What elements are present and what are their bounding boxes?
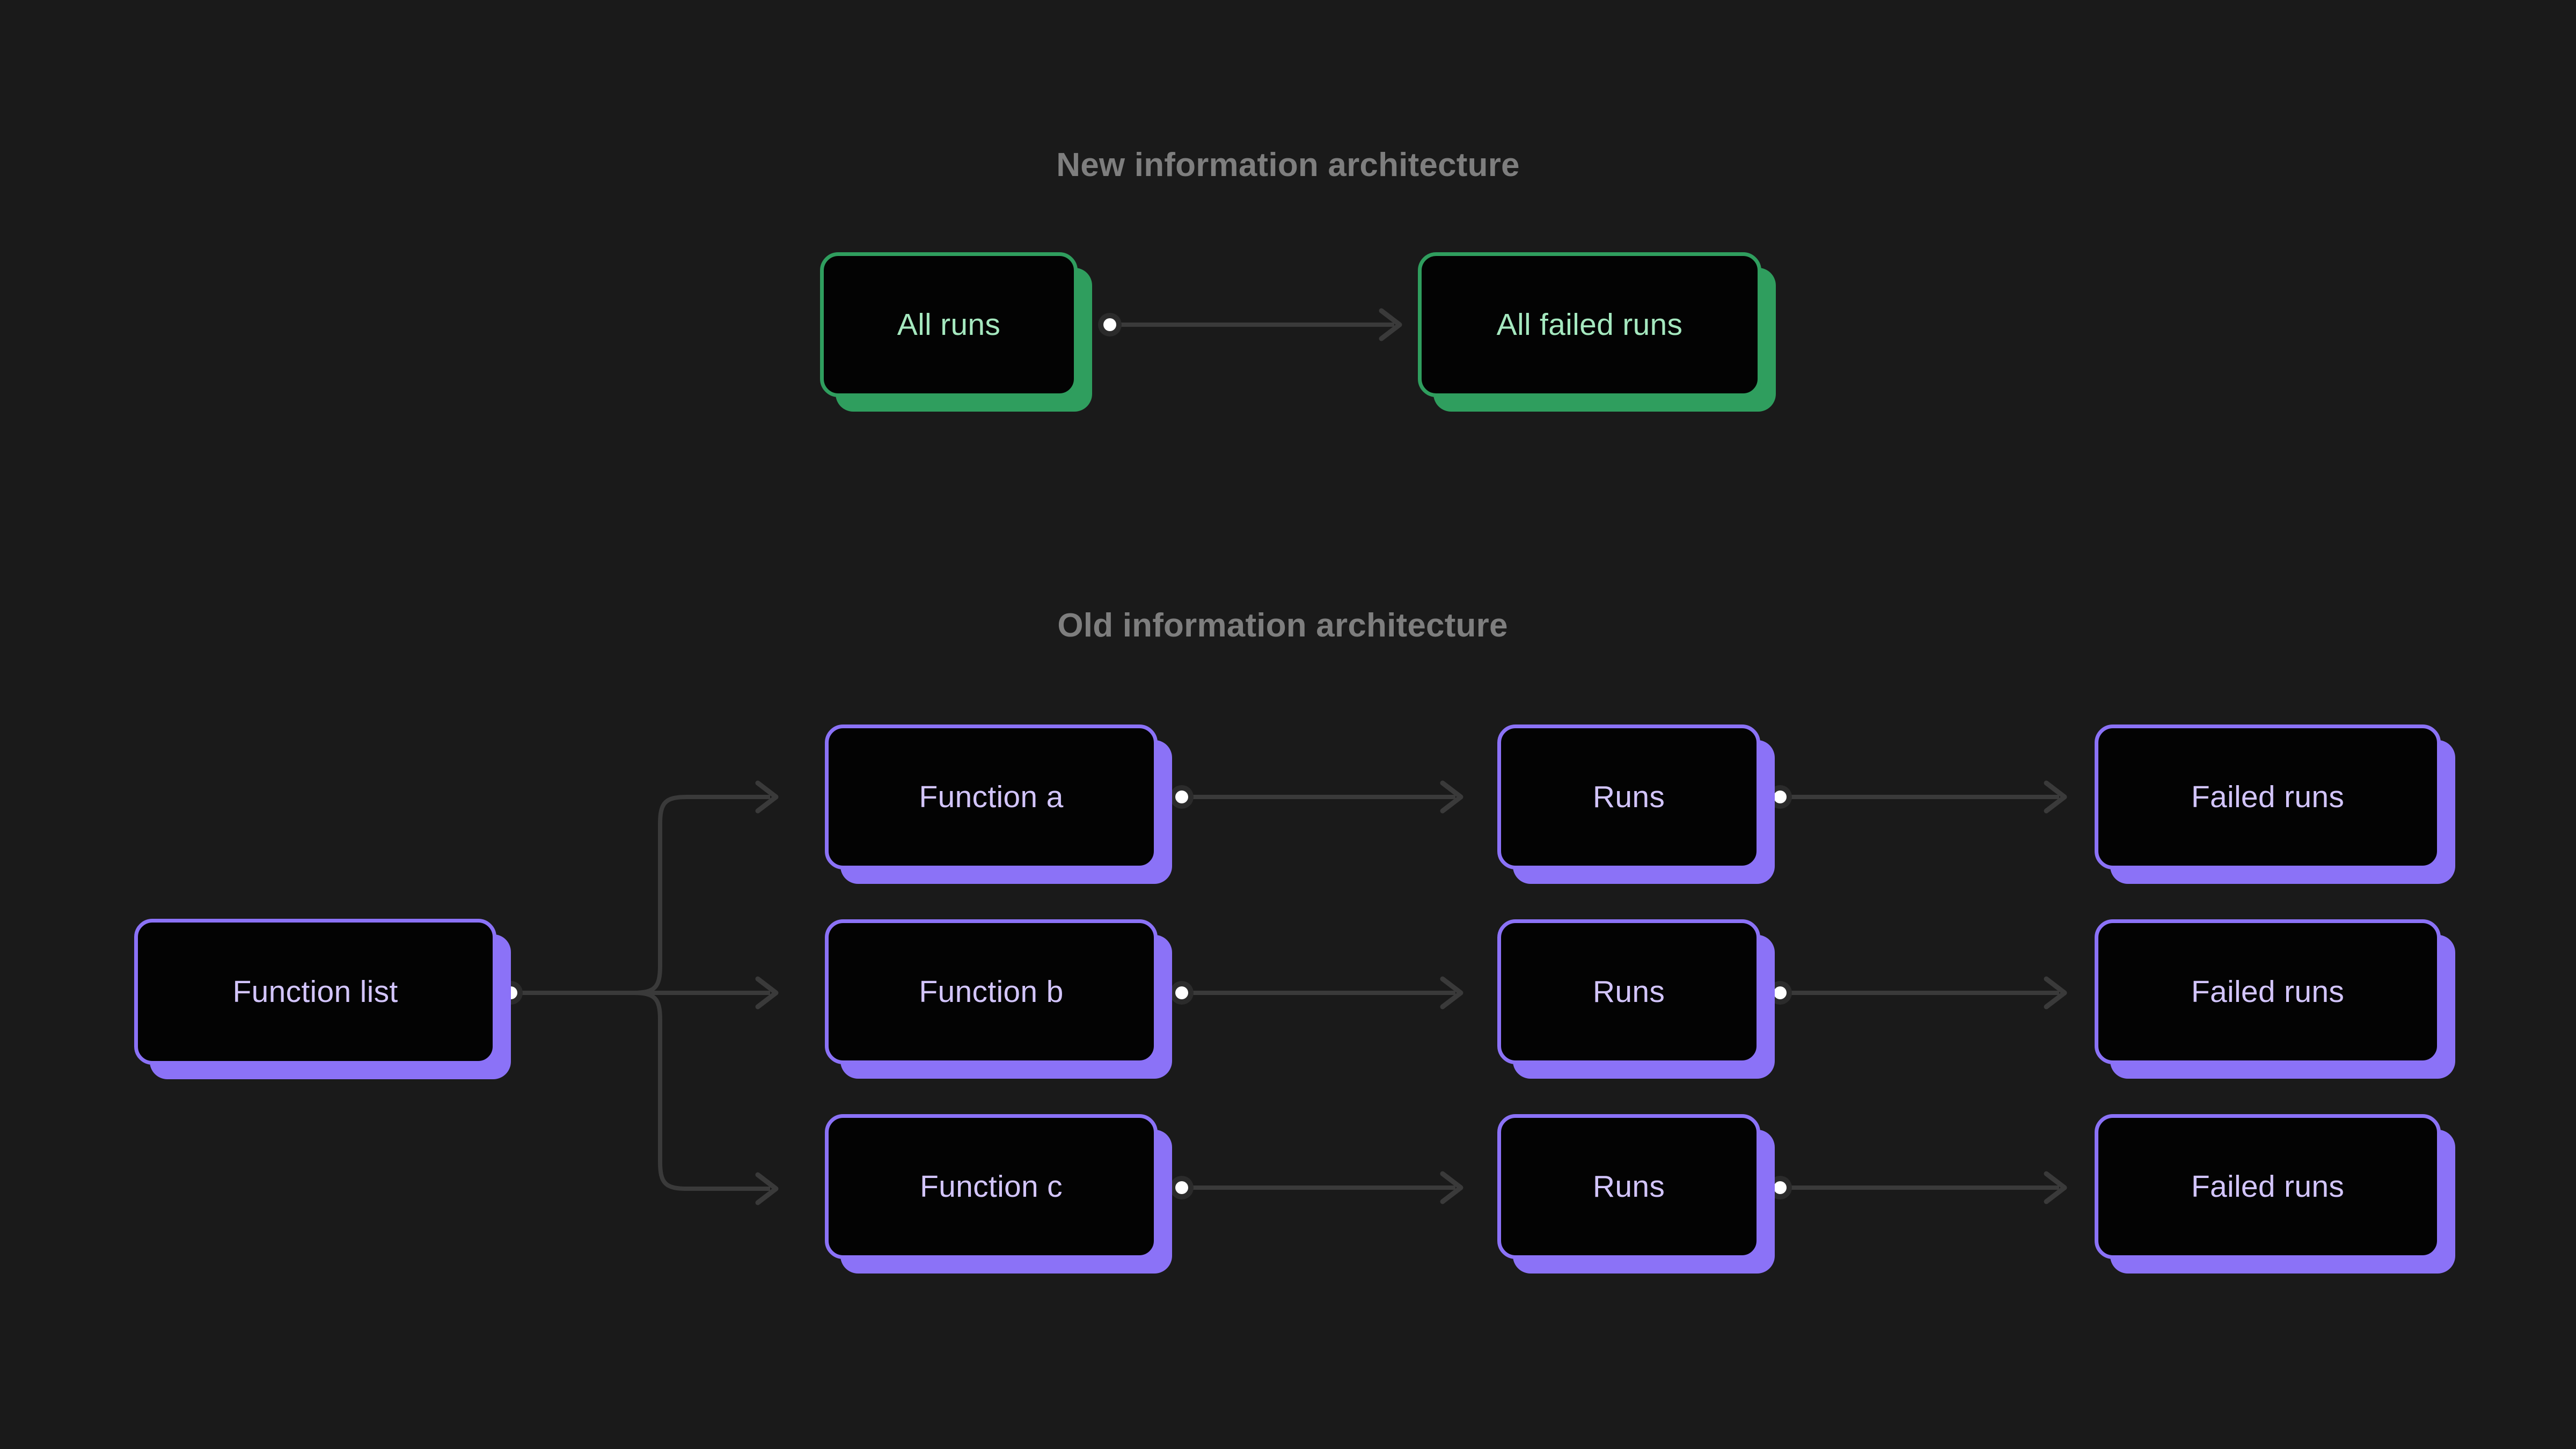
- node-function-a-label: Function a: [919, 780, 1064, 814]
- node-runs-c[interactable]: Runs: [1497, 1114, 1760, 1259]
- node-failed-runs-a[interactable]: Failed runs: [2095, 724, 2441, 869]
- node-failed-runs-c-label: Failed runs: [2191, 1169, 2345, 1204]
- node-function-c-label: Function c: [920, 1169, 1063, 1204]
- node-all-failed-runs-label: All failed runs: [1496, 308, 1683, 342]
- node-function-list-label: Function list: [232, 975, 398, 1009]
- connector-function-list-branch: [499, 780, 800, 1205]
- node-runs-a[interactable]: Runs: [1497, 724, 1760, 869]
- node-runs-b[interactable]: Runs: [1497, 919, 1760, 1064]
- connector-function-b-to-runs-b: [1170, 976, 1470, 1009]
- connector-function-c-to-runs-c: [1170, 1171, 1470, 1204]
- node-function-c[interactable]: Function c: [825, 1114, 1158, 1259]
- section-title-new: New information architecture: [1056, 147, 1520, 184]
- connector-function-a-to-runs-a: [1170, 780, 1470, 814]
- node-all-runs-label: All runs: [897, 308, 1001, 342]
- node-function-b-label: Function b: [919, 975, 1064, 1009]
- node-failed-runs-a-label: Failed runs: [2191, 780, 2345, 814]
- node-runs-a-label: Runs: [1592, 780, 1665, 814]
- node-failed-runs-b[interactable]: Failed runs: [2095, 919, 2441, 1064]
- connector-runs-b-to-failed-runs-b: [1768, 976, 2074, 1009]
- node-failed-runs-b-label: Failed runs: [2191, 975, 2345, 1009]
- connector-all-runs-to-all-failed-runs: [1098, 308, 1409, 341]
- node-all-failed-runs[interactable]: All failed runs: [1418, 252, 1761, 397]
- connector-runs-c-to-failed-runs-c: [1768, 1171, 2074, 1204]
- section-title-old: Old information architecture: [1057, 607, 1508, 644]
- node-function-a[interactable]: Function a: [825, 724, 1158, 869]
- node-function-b[interactable]: Function b: [825, 919, 1158, 1064]
- connector-runs-a-to-failed-runs-a: [1768, 780, 2074, 814]
- node-all-runs[interactable]: All runs: [820, 252, 1078, 397]
- node-runs-b-label: Runs: [1592, 975, 1665, 1009]
- node-function-list[interactable]: Function list: [134, 919, 496, 1065]
- node-failed-runs-c[interactable]: Failed runs: [2095, 1114, 2441, 1259]
- node-runs-c-label: Runs: [1592, 1169, 1665, 1204]
